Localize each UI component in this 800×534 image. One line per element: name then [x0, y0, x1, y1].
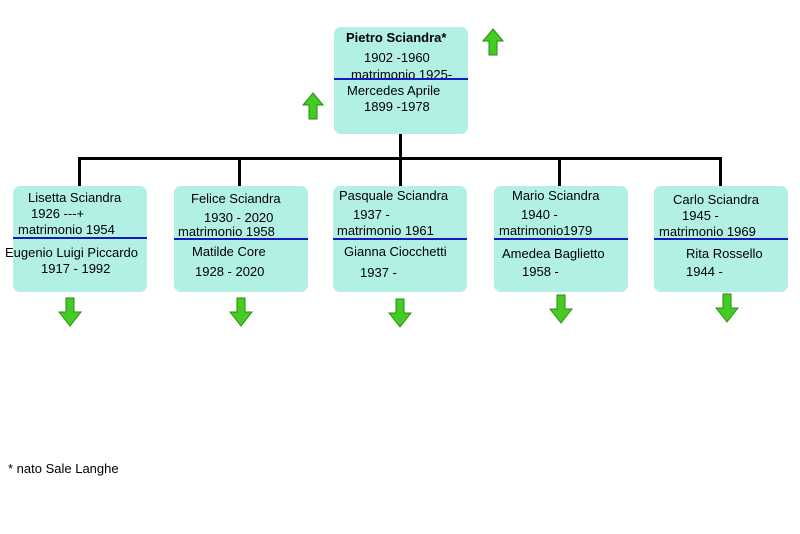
spouse-name: Mercedes Aprile	[347, 83, 441, 98]
arrow-down-icon[interactable]	[229, 297, 253, 327]
spouse-years: 1958 -	[522, 264, 559, 279]
person-name: Lisetta Sciandra	[28, 190, 122, 205]
spouse-years: 1899 -1978	[364, 99, 430, 114]
connector-line	[238, 157, 241, 187]
person-years: 1940 -	[521, 207, 558, 222]
arrow-down-icon[interactable]	[388, 298, 412, 328]
marriage-year: matrimonio1979	[499, 223, 593, 238]
child-person-card: Carlo Sciandra 1945 - matrimonio 1969 Ri…	[654, 186, 788, 292]
child-person-card: Pasquale Sciandra 1937 - matrimonio 1961…	[333, 186, 467, 292]
root-person-card: Pietro Sciandra* 1902 -1960 matrimonio 1…	[334, 27, 468, 134]
spouse-years: 1928 - 2020	[195, 264, 265, 279]
child-person-card: Lisetta Sciandra 1926 ---+ matrimonio 19…	[5, 186, 147, 292]
separator	[494, 238, 628, 240]
person-years: 1945 -	[682, 208, 719, 223]
spouse-years: 1937 -	[360, 265, 397, 280]
person-years: 1937 -	[353, 207, 390, 222]
separator	[333, 238, 467, 240]
separator	[334, 78, 468, 80]
marriage-year: matrimonio 1969	[659, 224, 756, 239]
arrow-up-icon[interactable]	[302, 92, 324, 120]
arrow-down-icon[interactable]	[715, 293, 739, 323]
spouse-years: 1917 - 1992	[41, 261, 111, 276]
person-years: 1930 - 2020	[204, 210, 274, 225]
child-person-card: Felice Sciandra 1930 - 2020 matrimonio 1…	[174, 186, 308, 292]
spouse-name: Gianna Ciocchetti	[344, 244, 447, 259]
spouse-years: 1944 -	[686, 264, 723, 279]
person-name: Pasquale Sciandra	[339, 188, 449, 203]
arrow-down-icon[interactable]	[549, 294, 573, 324]
separator	[13, 237, 147, 239]
marriage-year: matrimonio 1961	[337, 223, 434, 238]
person-years: 1926 ---+	[31, 206, 85, 221]
child-person-card: Mario Sciandra 1940 - matrimonio1979 Ame…	[494, 186, 628, 292]
separator	[174, 238, 308, 240]
connector-line	[399, 157, 402, 187]
connector-line	[78, 157, 81, 187]
person-name: Pietro Sciandra*	[346, 30, 447, 45]
person-years: 1902 -1960	[364, 50, 430, 65]
footnote: * nato Sale Langhe	[8, 461, 119, 476]
arrow-up-icon[interactable]	[482, 28, 504, 56]
person-name: Felice Sciandra	[191, 191, 281, 206]
connector-line	[399, 134, 402, 159]
marriage-year: matrimonio 1954	[18, 222, 115, 237]
person-name: Carlo Sciandra	[673, 192, 759, 207]
connector-line	[558, 157, 561, 187]
person-name: Mario Sciandra	[512, 188, 600, 203]
arrow-down-icon[interactable]	[58, 297, 82, 327]
separator	[654, 238, 788, 240]
spouse-name: Amedea Baglietto	[502, 246, 605, 261]
marriage-year: matrimonio 1958	[178, 224, 275, 239]
spouse-name: Rita Rossello	[686, 246, 763, 261]
spouse-name: Matilde Core	[192, 244, 266, 259]
connector-line	[719, 157, 722, 187]
spouse-name: Eugenio Luigi Piccardo	[5, 245, 138, 260]
